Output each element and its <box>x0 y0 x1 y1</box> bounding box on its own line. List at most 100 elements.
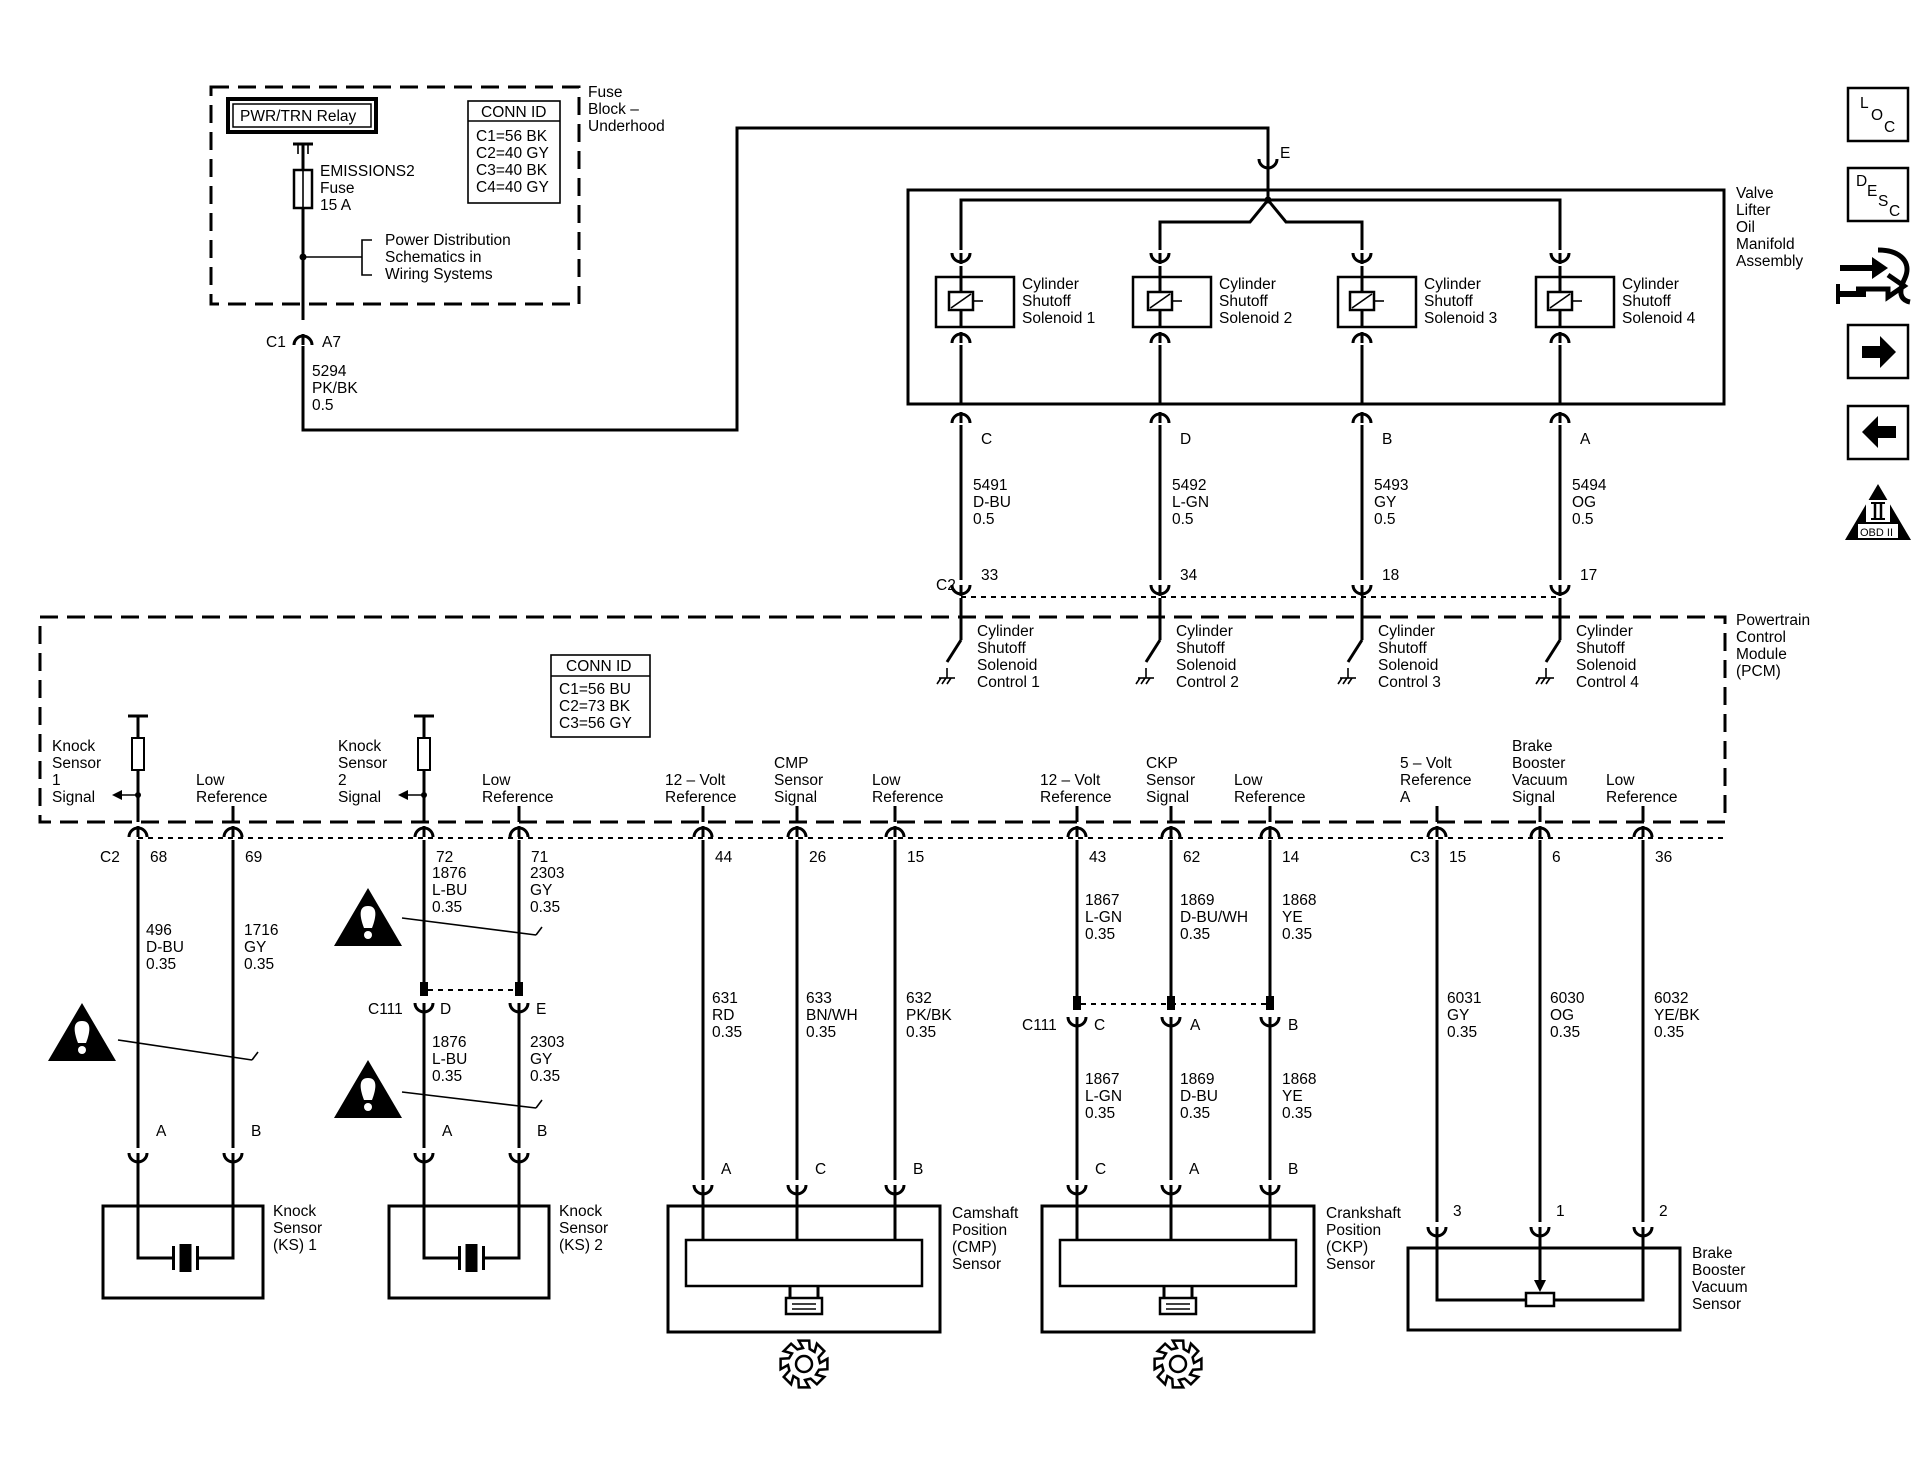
wire-circuit: 496 <box>146 922 172 939</box>
pcm-pin-label: 6 <box>1552 849 1561 866</box>
wire-color: L-BU <box>432 882 467 899</box>
solenoid-label: Cylinder <box>1219 276 1276 293</box>
pin-label: A <box>1189 1161 1200 1178</box>
wire-color: GY <box>1447 1007 1469 1024</box>
wire-color: L-GN <box>1085 1088 1122 1105</box>
wire-circuit: 631 <box>712 990 738 1007</box>
pcm-signal-label: Low <box>196 772 225 789</box>
forward-arrow-icon[interactable] <box>1846 323 1910 380</box>
loc-letter: L <box>1860 95 1869 112</box>
pcm-signal-label: Reference <box>482 789 554 806</box>
pin-label: A <box>442 1123 453 1140</box>
pcm-pin-label: 68 <box>150 849 167 866</box>
valve-title: Assembly <box>1736 253 1803 270</box>
sensor-label: Crankshaft <box>1326 1205 1402 1222</box>
wire-circuit: 5493 <box>1374 477 1408 494</box>
pcm-pin-label: 15 <box>1449 849 1466 866</box>
pcm-signal-label: Low <box>1234 772 1263 789</box>
control-label: Solenoid <box>1576 657 1636 674</box>
solenoid-label: Solenoid 2 <box>1219 310 1292 327</box>
pcm-signal-label: Reference <box>1400 772 1472 789</box>
desc-letter: D <box>1856 173 1867 190</box>
control-label: Cylinder <box>1378 623 1435 640</box>
wire-color: D-BU <box>973 494 1011 511</box>
wire-circuit: 1867 <box>1085 1071 1119 1088</box>
wire-gauge: 0.5 <box>1572 511 1594 528</box>
pcm-pin-label: 43 <box>1089 849 1106 866</box>
pcm-signal-label: Signal <box>774 789 817 806</box>
fuse-rating: 15 A <box>320 197 352 214</box>
control-label: Shutoff <box>1378 640 1428 657</box>
sensor-label: Position <box>952 1222 1007 1239</box>
pin-label: B <box>251 1123 261 1140</box>
pcm-pin-label: 69 <box>245 849 262 866</box>
connector-icon[interactable] <box>1836 247 1911 305</box>
obd-ii-icon[interactable]: OBD II <box>1845 484 1911 540</box>
desc-icon[interactable]: D E S C <box>1846 166 1910 223</box>
pcm-signal-label: Low <box>872 772 901 789</box>
back-arrow-icon[interactable] <box>1846 404 1910 461</box>
sensor-label: Knock <box>273 1203 316 1220</box>
wire-gauge: 0.35 <box>146 956 176 973</box>
wire-color: GY <box>530 882 552 899</box>
pcm-signal-label: Signal <box>52 789 95 806</box>
sensor-label: Vacuum <box>1692 1279 1748 1296</box>
pcm-title: Control <box>1736 629 1786 646</box>
c2-connector-label: C2 <box>936 577 956 594</box>
wire-circuit: 1869 <box>1180 1071 1214 1088</box>
control-label: Shutoff <box>977 640 1027 657</box>
pcm-signal-label: Sensor <box>1146 772 1195 789</box>
wire-circuit: 6030 <box>1550 990 1585 1007</box>
pcm-pin-label: 14 <box>1282 849 1300 866</box>
pcm-pin-label: 33 <box>981 567 998 584</box>
wire-color: GY <box>530 1051 552 1068</box>
sensor-label: Sensor <box>952 1256 1001 1273</box>
desc-letter: S <box>1878 193 1888 210</box>
loc-icon[interactable]: L O C <box>1846 86 1910 143</box>
sensor-label: Brake <box>1692 1245 1733 1262</box>
pcm-signal-label: Low <box>1606 772 1635 789</box>
c111-connector-label: C111 <box>1022 1017 1057 1034</box>
control-label: Cylinder <box>1576 623 1633 640</box>
wire-color: RD <box>712 1007 734 1024</box>
pcm-signal-label: 1 <box>52 772 61 789</box>
wire-gauge: 0.35 <box>1282 1105 1312 1122</box>
pin-label: D <box>1180 431 1191 448</box>
warning-icon <box>48 1003 116 1061</box>
valve-title: Lifter <box>1736 202 1770 219</box>
valve-assembly-outline <box>906 188 1726 406</box>
navigation-icons: L O C D E S C <box>1836 86 1911 540</box>
solenoid-label: Shutoff <box>1424 293 1474 310</box>
pcm-signal-label: Signal <box>338 789 381 806</box>
pcm-signal-label: Knock <box>52 738 95 755</box>
pin-label: C <box>1094 1017 1105 1034</box>
wire-gauge: 0.35 <box>530 1068 560 1085</box>
pcm-signal-label: A <box>1400 789 1411 806</box>
control-label: Solenoid <box>1176 657 1236 674</box>
pcm-pin-label: 62 <box>1183 849 1200 866</box>
control-label: Cylinder <box>977 623 1034 640</box>
conn-id-title: CONN ID <box>566 658 631 675</box>
wire-gauge: 0.35 <box>432 899 462 916</box>
gear-icon <box>779 1339 829 1389</box>
wire-color: YE <box>1282 1088 1303 1105</box>
sensor-label: (CKP) <box>1326 1239 1368 1256</box>
control-label: Control 2 <box>1176 674 1239 691</box>
wire-circuit: 6031 <box>1447 990 1481 1007</box>
control-label: Control 1 <box>977 674 1040 691</box>
pcm-signal-label: Reference <box>665 789 737 806</box>
sensor-label: Sensor <box>273 1220 322 1237</box>
wire-circuit: 2303 <box>530 865 564 882</box>
sensor-label: (KS) 1 <box>273 1237 317 1254</box>
desc-letter: C <box>1889 203 1900 220</box>
